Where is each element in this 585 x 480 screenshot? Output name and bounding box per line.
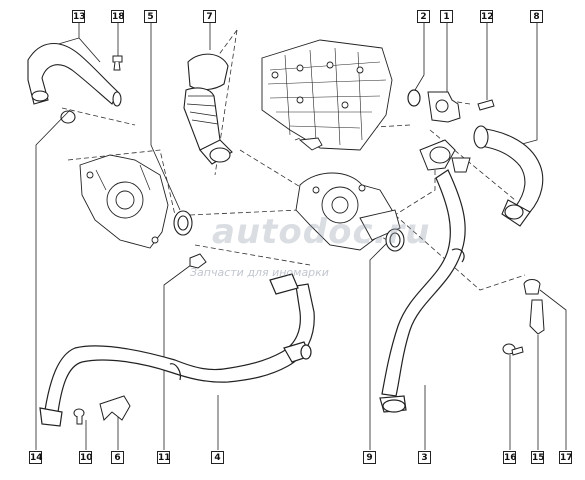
callout-14: 14	[29, 451, 43, 464]
callout-12: 12	[480, 10, 494, 23]
callout-16: 16	[503, 451, 517, 464]
callout-8: 8	[530, 10, 543, 23]
part-10-bolt	[73, 408, 85, 425]
intake-manifold	[261, 39, 393, 151]
part-17-cap	[523, 279, 541, 295]
watermark-subtitle: Запчасти для иномарки	[190, 266, 329, 279]
upper-connector-pieces	[419, 139, 471, 173]
part-18-bolt	[112, 55, 123, 71]
part-3-long-hose	[379, 169, 466, 413]
part-7-corrugated-hose	[183, 53, 233, 165]
part-13-bent-pipe	[27, 42, 122, 124]
callout-18: 18	[111, 10, 125, 23]
callout-6: 6	[111, 451, 124, 464]
callout-3: 3	[418, 451, 431, 464]
callout-15: 15	[531, 451, 545, 464]
callout-2: 2	[417, 10, 430, 23]
part-5-gasket	[173, 210, 193, 236]
callout-9: 9	[363, 451, 376, 464]
part-16-bolt	[502, 343, 524, 356]
egr-valve-assembly	[79, 154, 169, 249]
turbocharger	[295, 172, 401, 251]
part-1-sensor	[427, 91, 461, 123]
part-8-elbow-hose	[473, 125, 544, 227]
callout-7: 7	[203, 10, 216, 23]
callout-1: 1	[440, 10, 453, 23]
part-9-gasket	[385, 228, 405, 252]
callout-4: 4	[211, 451, 224, 464]
part-15-bracket	[529, 299, 545, 335]
part-12-screw	[477, 99, 495, 111]
part-2-o-ring	[407, 89, 421, 107]
callout-17: 17	[559, 451, 573, 464]
callout-10: 10	[79, 451, 93, 464]
leader-lines	[35, 23, 567, 450]
part-6-clamp	[99, 395, 131, 421]
part-4-long-pipe	[39, 273, 315, 427]
watermark-logo: autodoc.ru	[212, 212, 431, 252]
part-11-nut	[189, 253, 207, 269]
callout-13: 13	[72, 10, 86, 23]
callout-11: 11	[157, 451, 171, 464]
callout-5: 5	[144, 10, 157, 23]
